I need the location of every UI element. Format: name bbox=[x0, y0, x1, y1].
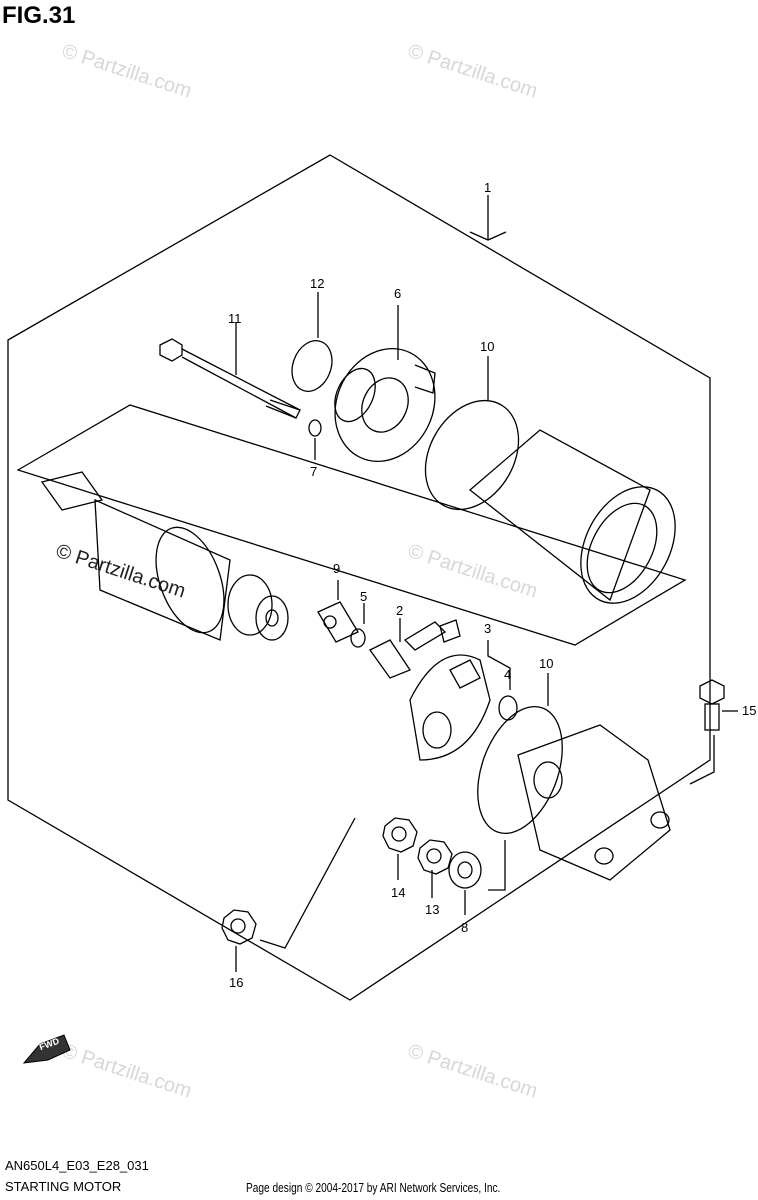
assembly-outline bbox=[7, 154, 711, 1001]
callout-3: 3 bbox=[484, 621, 492, 636]
callout-4: 4 bbox=[504, 667, 512, 682]
nut-16 bbox=[221, 909, 257, 972]
end-cover bbox=[334, 305, 436, 462]
diagram-name: STARTING MOTOR bbox=[5, 1179, 122, 1194]
nut-13 bbox=[417, 839, 453, 898]
armature-outline bbox=[16, 404, 687, 646]
callout-10-upper: 10 bbox=[480, 339, 495, 354]
callout-2: 2 bbox=[396, 603, 404, 618]
callout-13: 13 bbox=[425, 902, 440, 917]
side-bolt bbox=[689, 679, 738, 785]
brush-set bbox=[369, 618, 461, 679]
callout-14: 14 bbox=[391, 885, 406, 900]
callout-12: 12 bbox=[310, 276, 325, 291]
figure-title: FIG.31 bbox=[2, 2, 76, 29]
callout-9: 9 bbox=[333, 561, 341, 576]
fwd-arrow-icon bbox=[22, 1034, 71, 1064]
long-bolt bbox=[159, 322, 301, 419]
callout-1: 1 bbox=[484, 180, 492, 195]
nut-14 bbox=[382, 817, 418, 880]
callout-16: 16 bbox=[229, 975, 244, 990]
callout-15: 15 bbox=[742, 703, 757, 718]
brush-holder bbox=[409, 654, 491, 761]
yoke-housing bbox=[468, 429, 676, 604]
callout-10-lower: 10 bbox=[539, 656, 554, 671]
callout-8: 8 bbox=[461, 920, 469, 935]
callout-7: 7 bbox=[310, 464, 318, 479]
callout-6: 6 bbox=[394, 286, 402, 301]
diagram-code: AN650L4_E03_E28_031 bbox=[5, 1158, 149, 1173]
armature bbox=[40, 471, 289, 641]
front-cover bbox=[517, 724, 671, 881]
callout-5: 5 bbox=[360, 589, 368, 604]
washer-8 bbox=[448, 851, 482, 915]
callout-11: 11 bbox=[228, 311, 242, 326]
copyright-credit: Page design © 2004-2017 by ARI Network S… bbox=[246, 1180, 501, 1195]
